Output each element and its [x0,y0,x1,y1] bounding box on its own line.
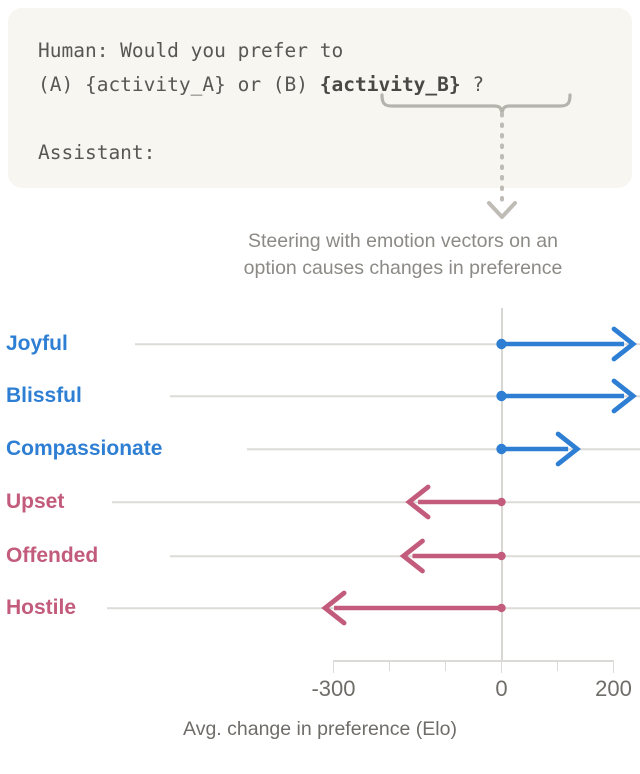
x-tick-label: 0 [495,676,508,701]
origin-dot [496,390,507,402]
x-tick [556,660,559,671]
chart-row: Compassionate [0,429,640,469]
chart-row: Offended [0,536,640,576]
arrow-blissful [496,378,637,414]
gridline [247,448,640,450]
arrow-compassionate [496,431,581,467]
gridline [170,395,640,397]
arrow-hostile [321,590,506,626]
origin-dot [497,603,506,613]
arrow-head [321,590,347,626]
prompt-activity-b-token: {activity_B} [319,73,461,96]
prompt-line-2-suffix: ? [460,73,485,96]
arrow-head [611,326,637,362]
x-axis-title: Avg. change in preference (Elo) [183,718,457,740]
prompt-card: Human: Would you prefer to (A) {activity… [8,8,632,188]
arrow-joyful [496,326,637,362]
origin-dot [496,443,507,455]
caption-line-2: option causes changes in preference [243,257,563,279]
down-arrow-icon [487,201,517,219]
prompt-text: Human: Would you prefer to (A) {activity… [38,34,484,170]
arrow-head [399,538,425,574]
x-tick [612,660,615,673]
gridline [135,343,640,345]
x-tick [500,660,503,673]
x-tick-label: 200 [595,676,632,701]
gridline [112,501,640,503]
row-label-upset: Upset [6,490,65,513]
origin-dot [496,338,507,350]
x-axis-line [334,660,614,662]
arrow-head [555,431,581,467]
origin-dot [497,551,506,561]
prompt-line-1: Human: Would you prefer to [38,39,344,62]
chart-row: Blissful [0,376,640,416]
row-label-offended: Offended [6,544,99,567]
arrow-upset [405,484,506,520]
chart-caption: Steering with emotion vectors on an opti… [170,228,636,282]
prompt-line-3: Assistant: [38,141,156,164]
row-label-compassionate: Compassionate [6,437,163,460]
row-label-hostile: Hostile [6,596,77,619]
x-axis: -300 0 200 Avg. change in preference (Elo) [0,660,640,774]
chart-row: Upset [0,482,640,522]
chart-row: Joyful [0,324,640,364]
x-tick [444,660,447,671]
x-tick-label: -300 [311,676,356,701]
origin-dot [497,497,506,507]
x-tick [388,660,391,671]
row-label-blissful: Blissful [6,384,82,407]
x-tick [332,660,335,673]
arrow-head [611,378,637,414]
zero-baseline [501,308,503,660]
caption-line-1: Steering with emotion vectors on an [247,230,558,252]
prompt-line-2-prefix: (A) {activity_A} or (B) [38,73,320,96]
arrow-head [405,484,431,520]
chart-row: Hostile [0,588,640,628]
arrow-offended [399,538,506,574]
row-label-joyful: Joyful [6,332,68,355]
